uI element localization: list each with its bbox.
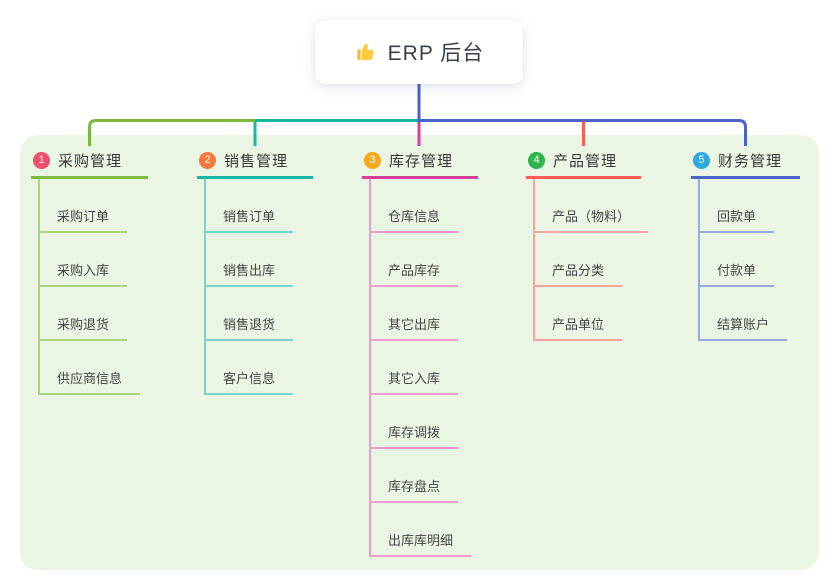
- root-node-title: ERP 后台: [387, 42, 485, 65]
- branch-4-item-1[interactable]: 产品（物料）: [535, 179, 649, 233]
- branch-5-header[interactable]: 5 财务管理: [691, 145, 800, 179]
- branch-5-label: 财务管理: [718, 153, 783, 170]
- branch-2-header[interactable]: 2 销售管理: [197, 145, 313, 179]
- branch-3-item-3[interactable]: 其它出库: [371, 287, 459, 341]
- branch-4-items: 产品（物料）产品分类产品单位: [533, 179, 649, 341]
- branch-3: 3 库存管理仓库信息产品库存其它出库其它入库库存调拨库存盘点出库库明细: [362, 145, 478, 557]
- branch-1-items: 采购订单采购入库采购退货供应商信息: [38, 179, 148, 395]
- branch-2: 2 销售管理销售订单销售出库销售退货客户信息: [197, 145, 313, 395]
- branch-2-label: 销售管理: [224, 153, 289, 170]
- branch-4-item-3[interactable]: 产品单位: [535, 287, 623, 341]
- branch-1-item-4[interactable]: 供应商信息: [40, 341, 141, 395]
- branch-1-header[interactable]: 1 采购管理: [31, 145, 148, 179]
- branch-1-item-2[interactable]: 采购入库: [40, 233, 128, 287]
- branch-4-label: 产品管理: [553, 153, 618, 170]
- branch-3-label: 库存管理: [389, 153, 454, 170]
- thumbs-up-icon: [356, 43, 374, 60]
- branch-5-item-1[interactable]: 回款单: [700, 179, 775, 233]
- branch-2-item-1[interactable]: 销售订单: [206, 179, 294, 233]
- branch-5-item-3[interactable]: 结算账户: [700, 287, 788, 341]
- branch-4-item-2[interactable]: 产品分类: [535, 233, 623, 287]
- branch-4-number-badge: 4: [528, 152, 545, 169]
- branch-2-items: 销售订单销售出库销售退货客户信息: [204, 179, 313, 395]
- branch-2-item-3[interactable]: 销售退货: [206, 287, 294, 341]
- branch-5-number-badge: 5: [693, 152, 710, 169]
- branch-5-item-2[interactable]: 付款单: [700, 233, 775, 287]
- root-node[interactable]: ERP 后台: [315, 20, 523, 84]
- branch-1-item-3[interactable]: 采购退货: [40, 287, 128, 341]
- branch-3-item-5[interactable]: 库存调拨: [371, 395, 459, 449]
- branch-3-number-badge: 3: [364, 152, 381, 169]
- branch-4-header[interactable]: 4 产品管理: [526, 145, 641, 179]
- branches-panel: [20, 135, 819, 570]
- branch-1-label: 采购管理: [58, 153, 123, 170]
- branch-2-item-2[interactable]: 销售出库: [206, 233, 294, 287]
- branch-3-item-4[interactable]: 其它入库: [371, 341, 459, 395]
- branch-2-number-badge: 2: [199, 152, 216, 169]
- branch-1-number-badge: 1: [33, 152, 50, 169]
- branch-3-items: 仓库信息产品库存其它出库其它入库库存调拨库存盘点出库库明细: [369, 179, 478, 557]
- branch-1-item-1[interactable]: 采购订单: [40, 179, 128, 233]
- branch-3-item-1[interactable]: 仓库信息: [371, 179, 459, 233]
- branch-5-items: 回款单付款单结算账户: [698, 179, 800, 341]
- branch-2-item-4[interactable]: 客户信息: [206, 341, 294, 395]
- branch-5: 5 财务管理回款单付款单结算账户: [691, 145, 800, 341]
- branch-3-item-2[interactable]: 产品库存: [371, 233, 459, 287]
- branch-3-item-6[interactable]: 库存盘点: [371, 449, 459, 503]
- branch-4: 4 产品管理产品（物料）产品分类产品单位: [526, 145, 649, 341]
- branch-1: 1 采购管理采购订单采购入库采购退货供应商信息: [31, 145, 148, 395]
- branch-3-item-7[interactable]: 出库库明细: [371, 503, 472, 557]
- branch-3-header[interactable]: 3 库存管理: [362, 145, 478, 179]
